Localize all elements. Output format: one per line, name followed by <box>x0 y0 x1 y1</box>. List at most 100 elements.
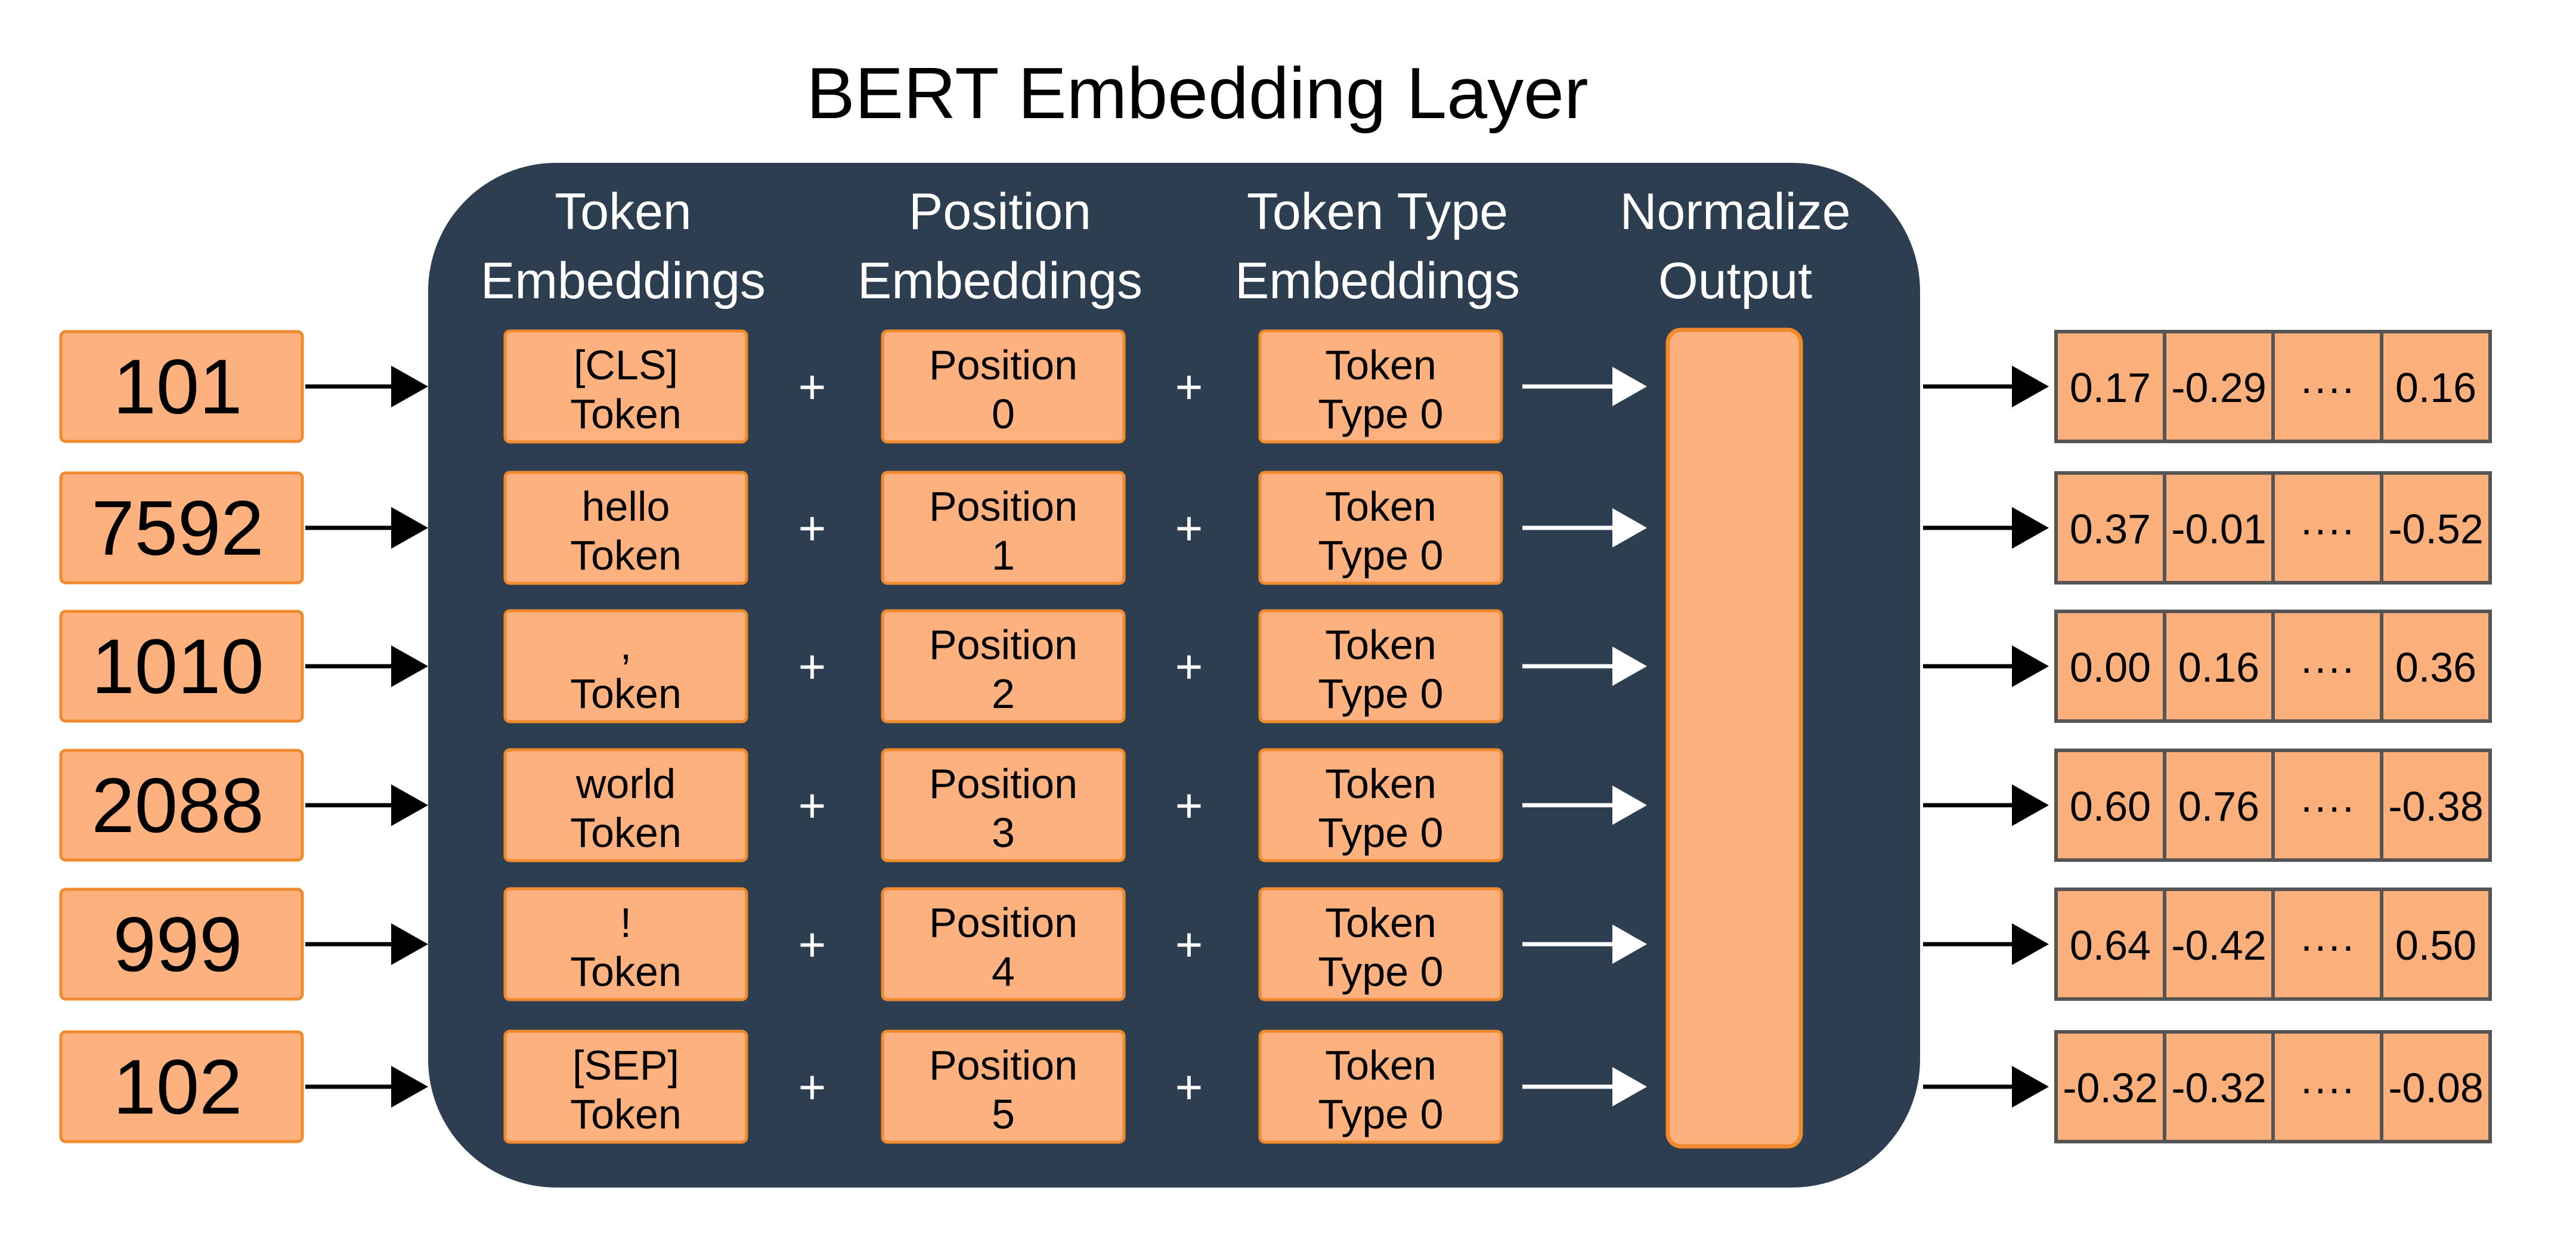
position-embedding-box-line1: Position <box>929 483 1078 530</box>
to-normalize-arrow <box>1522 924 1647 964</box>
token-embedding-box: [SEP]Token <box>503 1029 748 1144</box>
column-header-line2: Embeddings <box>481 252 766 310</box>
output-value: 0.37 <box>2070 506 2151 552</box>
input-arrow <box>305 366 428 407</box>
token-type-embedding-box-line1: Token <box>1325 622 1436 668</box>
plus-sign: + <box>1175 360 1203 413</box>
position-embedding-box-line2: 3 <box>992 809 1015 856</box>
token-embedding-box-line2: Token <box>570 948 682 995</box>
output-arrow <box>1923 507 2049 549</box>
input-arrow <box>305 645 428 687</box>
input-id-value: 102 <box>113 1043 243 1130</box>
column-header-line2: Output <box>1658 252 1812 310</box>
token-embedding-box-line2: Token <box>570 391 682 437</box>
plus-sign: + <box>1175 779 1203 832</box>
output-ellipsis: ···· <box>2299 922 2355 969</box>
token-embedding-box-line1: [CLS] <box>574 342 678 388</box>
output-value: -0.01 <box>2171 506 2267 552</box>
token-type-embedding-box-line2: Type 0 <box>1318 948 1443 995</box>
input-id-value: 1010 <box>91 623 264 710</box>
token-embedding-box-line2: Token <box>570 1091 682 1137</box>
input-arrow <box>305 1066 428 1108</box>
normalize-output-bar <box>1665 327 1803 1149</box>
input-id-box: 101 <box>59 330 304 443</box>
token-embedding-box-line1: [SEP] <box>572 1042 679 1089</box>
output-value: 0.00 <box>2070 644 2151 691</box>
column-header-line1: Normalize <box>1620 183 1850 240</box>
position-embedding-box-line1: Position <box>929 342 1078 388</box>
input-id-value: 999 <box>113 901 243 988</box>
token-embedding-box-line1: hello <box>582 483 670 530</box>
diagram-title: BERT Embedding Layer <box>806 52 1588 134</box>
input-id-box: 999 <box>59 888 304 1001</box>
output-value: 0.50 <box>2395 922 2476 969</box>
output-value: 0.16 <box>2178 644 2259 691</box>
output-value: 0.16 <box>2395 364 2476 411</box>
token-embedding-box: ,Token <box>503 609 748 723</box>
output-vector: 0.37-0.01····-0.52 <box>2054 471 2492 585</box>
token-embedding-box-line2: Token <box>570 670 682 717</box>
output-vector: -0.32-0.32····-0.08 <box>2054 1030 2492 1143</box>
plus-sign: + <box>798 918 826 971</box>
position-embedding-box-line1: Position <box>929 760 1078 807</box>
input-id-value: 2088 <box>91 762 264 849</box>
output-value: 0.76 <box>2178 783 2259 830</box>
input-id-box: 2088 <box>59 749 304 862</box>
output-arrow <box>1923 1066 2049 1108</box>
token-embedding-box: !Token <box>503 887 748 1001</box>
token-type-embedding-box-line1: Token <box>1325 899 1436 946</box>
output-value: -0.38 <box>2388 783 2484 830</box>
to-normalize-arrow <box>1522 367 1647 406</box>
token-type-embedding-box-line1: Token <box>1325 342 1436 388</box>
output-ellipsis: ···· <box>2299 364 2355 411</box>
column-header-line2: Embeddings <box>857 252 1143 310</box>
output-value: -0.52 <box>2388 506 2484 552</box>
position-embedding-box-line2: 1 <box>992 532 1015 579</box>
output-vector: 0.17 -0.29 ···· 0.16 <box>2054 330 2492 443</box>
output-value: 0.64 <box>2070 922 2151 969</box>
token-embedding-box-line1: world <box>575 760 676 807</box>
output-ellipsis: ···· <box>2299 644 2355 691</box>
output-arrow <box>1923 645 2049 687</box>
plus-sign: + <box>1175 1060 1203 1114</box>
input-id-box: 1010 <box>59 610 304 723</box>
output-value: -0.29 <box>2171 364 2267 411</box>
token-type-embedding-box-line2: Type 0 <box>1318 391 1443 437</box>
position-embedding-box-line2: 5 <box>992 1091 1015 1137</box>
token-type-embedding-box-line2: Type 0 <box>1318 532 1443 579</box>
column-header-line2: Embeddings <box>1235 252 1520 310</box>
token-type-embedding-box-line2: Type 0 <box>1318 670 1443 717</box>
output-value: 0.60 <box>2070 783 2151 830</box>
column-header-line1: Token Type <box>1247 183 1508 240</box>
position-embedding-box-line2: 2 <box>992 670 1015 717</box>
output-value: -0.08 <box>2388 1065 2484 1111</box>
plus-sign: + <box>798 779 826 832</box>
output-value: 0.17 <box>2070 364 2151 411</box>
column-header-line1: Position <box>909 183 1091 240</box>
input-arrow <box>305 923 428 965</box>
output-arrow <box>1923 923 2049 965</box>
token-embedding-box-line2: Token <box>570 532 682 579</box>
to-normalize-arrow <box>1522 1067 1647 1106</box>
input-id-value: 101 <box>113 343 243 430</box>
to-normalize-arrow <box>1522 647 1647 686</box>
position-embedding-box-line2: 0 <box>992 391 1015 437</box>
plus-sign: + <box>1175 502 1203 555</box>
